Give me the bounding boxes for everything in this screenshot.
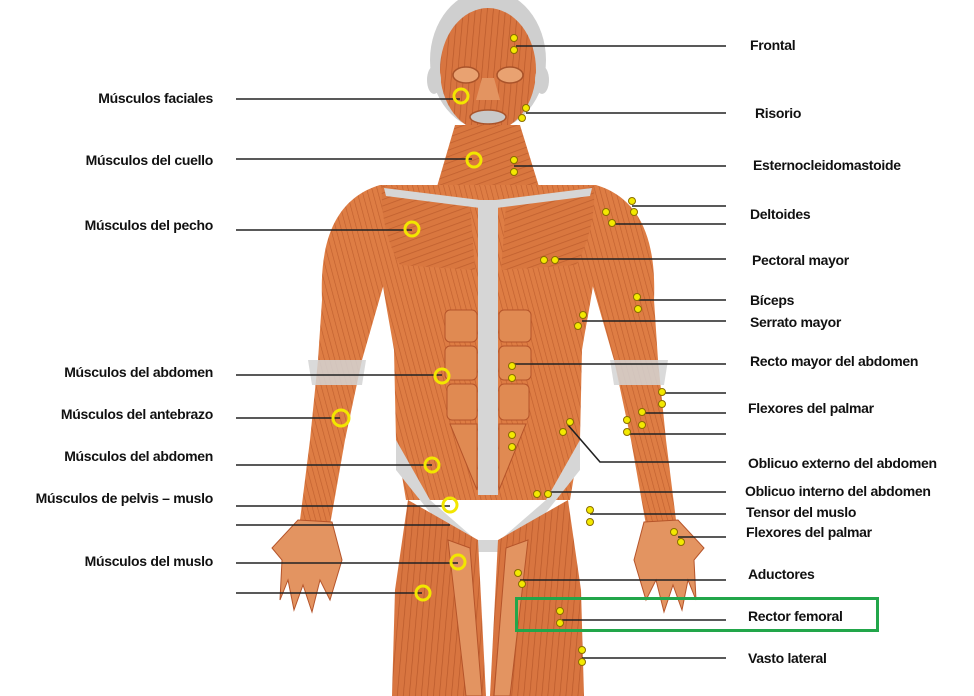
label-risorio: Risorio <box>755 105 801 121</box>
label-frontal: Frontal <box>750 37 795 53</box>
label-vasto-lateral: Vasto lateral <box>748 650 827 666</box>
label-musculos-pecho: Músculos del pecho <box>85 217 213 233</box>
label-musculos-abdomen-2: Músculos del abdomen <box>64 448 213 464</box>
label-serrato-mayor: Serrato mayor <box>750 314 841 330</box>
label-tensor-muslo: Tensor del muslo <box>746 504 856 520</box>
highlight-box-rector-femoral <box>515 597 879 632</box>
label-biceps: Bíceps <box>750 292 794 308</box>
label-musculos-antebrazo: Músculos del antebrazo <box>61 406 213 422</box>
label-musculos-muslo: Músculos del muslo <box>85 553 213 569</box>
label-esternocleidomastoide: Esternocleidomastoide <box>753 157 901 173</box>
label-oblicuo-externo: Oblicuo externo del abdomen <box>748 455 937 471</box>
label-flexores-palmar-1: Flexores del palmar <box>748 400 874 416</box>
label-flexores-palmar-2: Flexores del palmar <box>746 524 872 540</box>
label-recto-mayor-abdomen: Recto mayor del abdomen <box>750 353 918 369</box>
label-pectoral-mayor: Pectoral mayor <box>752 252 849 268</box>
label-musculos-abdomen-1: Músculos del abdomen <box>64 364 213 380</box>
label-aductores: Aductores <box>748 566 815 582</box>
label-musculos-pelvis-muslo: Músculos de pelvis – muslo <box>36 490 213 506</box>
label-musculos-cuello: Músculos del cuello <box>86 152 213 168</box>
label-oblicuo-interno: Oblicuo interno del abdomen <box>745 483 931 499</box>
label-musculos-faciales: Músculos faciales <box>98 90 213 106</box>
torso <box>377 185 599 552</box>
label-deltoides: Deltoides <box>750 206 810 222</box>
neck <box>436 125 540 190</box>
